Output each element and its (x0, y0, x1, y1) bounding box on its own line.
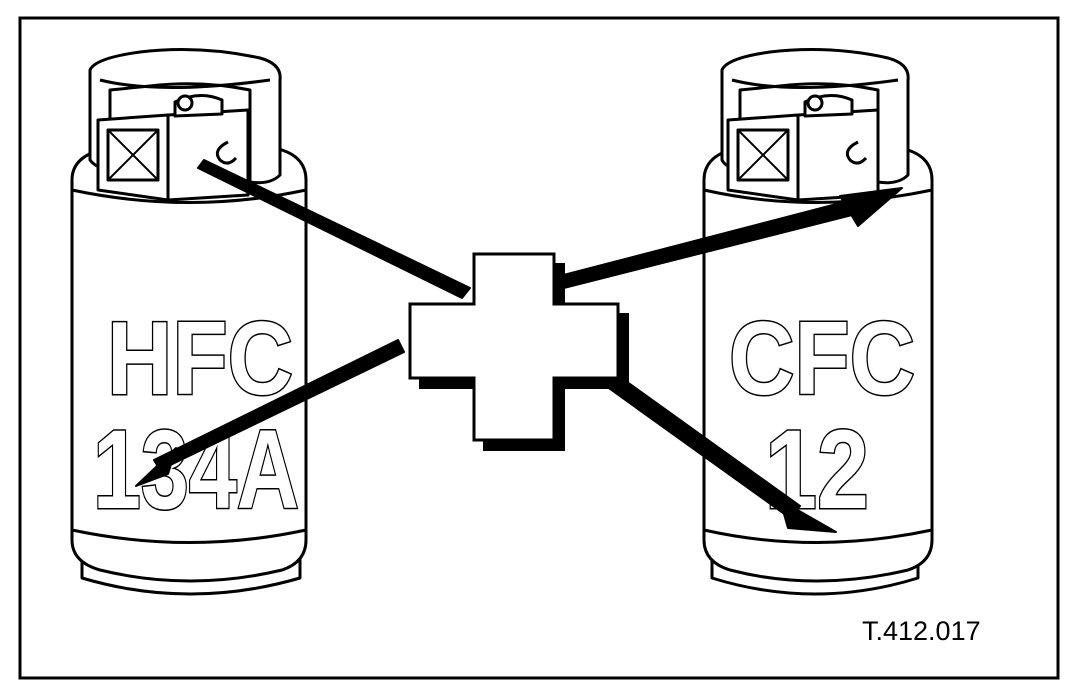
left-cylinder (70, 48, 308, 596)
mixing-arrows (135, 159, 903, 533)
right-cylinder-label-line2: 12 (765, 407, 869, 532)
figure-code: T.412.017 (862, 616, 981, 646)
right-cylinder (702, 48, 934, 596)
plus-sign-body (408, 252, 620, 442)
left-cylinder-label-line2: 134A (93, 407, 299, 532)
arrow-left-valve-to-plus (197, 159, 471, 299)
left-valve-guard (88, 48, 282, 185)
left-cylinder-label-line1: HFC (107, 301, 293, 417)
right-cylinder-label-line1: CFC (729, 301, 915, 417)
plus-sign (408, 252, 629, 451)
right-valve-guard (720, 48, 910, 185)
